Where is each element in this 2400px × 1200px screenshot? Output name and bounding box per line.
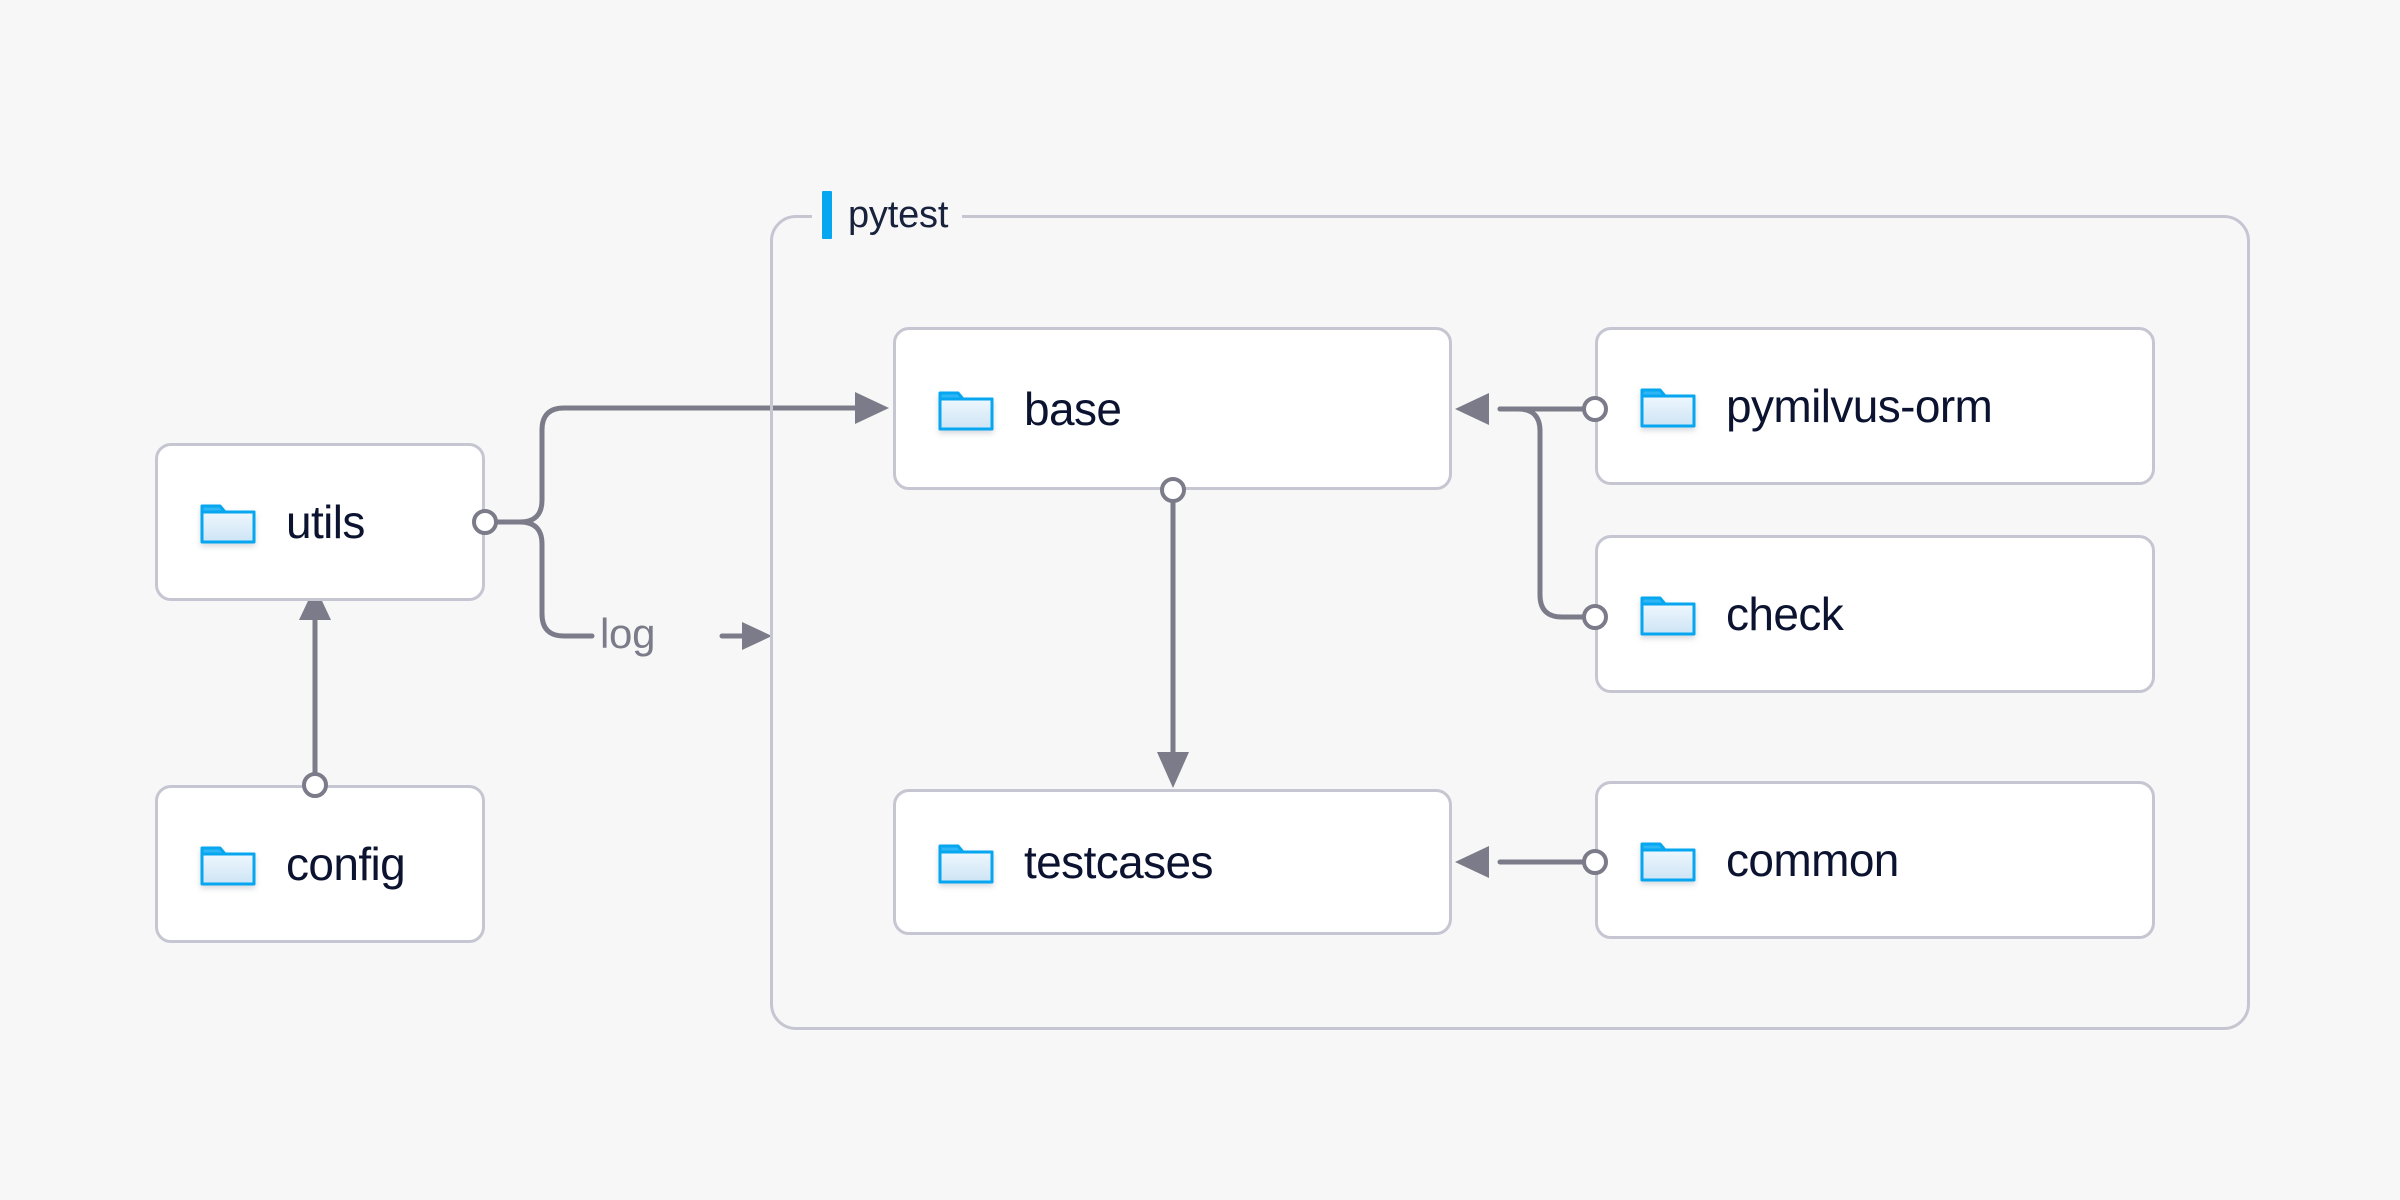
- node-config[interactable]: config: [155, 785, 485, 943]
- node-label: pymilvus-orm: [1726, 380, 1993, 432]
- node-label: utils: [286, 496, 365, 548]
- handle-config-top[interactable]: [302, 772, 328, 798]
- handle-common-left[interactable]: [1582, 849, 1608, 875]
- folder-icon: [200, 841, 256, 887]
- handle-utils-right[interactable]: [472, 509, 498, 535]
- group-label-pytest[interactable]: pytest: [812, 186, 963, 244]
- group-accent-bar-icon: [822, 191, 832, 239]
- node-testcases[interactable]: testcases: [893, 789, 1452, 935]
- node-label: base: [1024, 382, 1122, 435]
- node-label: testcases: [1024, 836, 1214, 888]
- node-label: check: [1726, 588, 1844, 640]
- node-pymilvus-orm[interactable]: pymilvus-orm: [1595, 327, 2155, 485]
- node-base[interactable]: base: [893, 327, 1452, 490]
- node-label: config: [286, 838, 406, 890]
- folder-icon: [938, 839, 994, 885]
- handle-check-left[interactable]: [1582, 604, 1608, 630]
- node-common[interactable]: common: [1595, 781, 2155, 939]
- folder-icon: [1640, 383, 1696, 429]
- edge-config-to-utils: [299, 586, 331, 786]
- folder-icon: [200, 499, 256, 545]
- handle-base-bottom[interactable]: [1160, 477, 1186, 503]
- node-utils[interactable]: utils: [155, 443, 485, 601]
- handle-pymilvus-orm-left[interactable]: [1582, 396, 1608, 422]
- edge-label-log[interactable]: log: [600, 610, 656, 657]
- folder-icon: [1640, 837, 1696, 883]
- folder-icon: [1640, 591, 1696, 637]
- folder-icon: [938, 386, 994, 432]
- group-label-text: pytest: [848, 194, 949, 236]
- node-check[interactable]: check: [1595, 535, 2155, 693]
- group-container-pytest[interactable]: [770, 215, 2250, 1030]
- node-label: common: [1726, 834, 1899, 886]
